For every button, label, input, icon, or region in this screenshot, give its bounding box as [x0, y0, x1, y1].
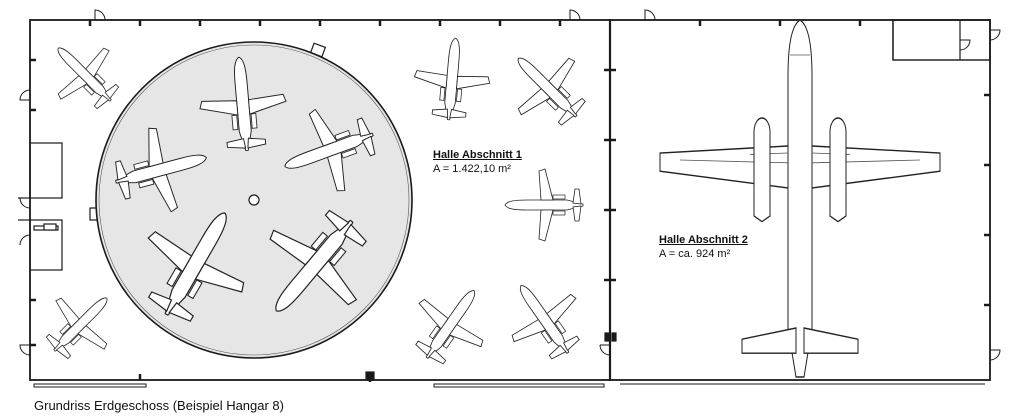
hangar-gates: [33, 383, 985, 388]
hall-2-title: Halle Abschnitt 2: [659, 234, 748, 246]
hall-1-label: Halle Abschnitt 1 A = 1.422,10 m²: [433, 148, 522, 176]
annex-rooms: [18, 142, 63, 271]
aircraft-12: [489, 263, 600, 375]
turntable-center-pivot: [248, 194, 260, 206]
aircraft-8: [491, 31, 604, 144]
hall-1-title: Halle Abschnitt 1: [433, 149, 522, 161]
aircraft-7: [410, 34, 494, 124]
aircraft-10: [29, 273, 132, 376]
aircraft-turboprop: [659, 19, 941, 378]
turntable-inner-ring: [98, 44, 410, 356]
aircraft-1: [33, 23, 136, 126]
aircraft-11: [395, 268, 506, 380]
aircraft-9: [504, 168, 584, 242]
hall-1-area: A = 1.422,10 m²: [433, 163, 511, 175]
doors: [19, 9, 1001, 361]
hall-2-label: Halle Abschnitt 2 A = ca. 924 m²: [659, 233, 748, 261]
plan-caption: Grundriss Erdgeschoss (Beispiel Hangar 8…: [34, 398, 284, 413]
hall-2-area: A = ca. 924 m²: [659, 248, 731, 260]
wall-boxes: [89, 42, 617, 381]
structural-columns: [30, 20, 990, 382]
